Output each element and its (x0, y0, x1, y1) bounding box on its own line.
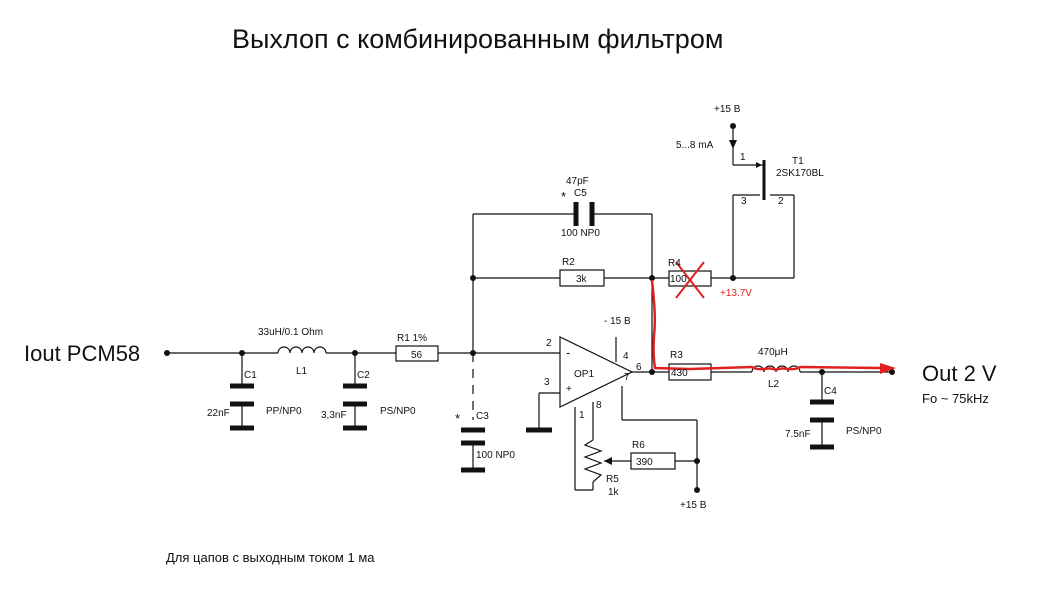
c3-value: 100 NP0 (476, 450, 515, 461)
r4-value: 100 (670, 274, 687, 285)
c1-value: 22nF (207, 408, 230, 419)
op1-pin1: 1 (579, 410, 585, 421)
supply-bottom: +15 B (680, 500, 707, 511)
c1-type: PP/NP0 (266, 406, 302, 417)
output-note: Fo ~ 75kHz (922, 391, 989, 406)
measured-voltage: +13.7V (720, 288, 752, 299)
supply-current: 5...8 mA (676, 140, 714, 151)
opamp-op1 (559, 336, 634, 408)
op1-pin3: 3 (544, 377, 550, 388)
capacitor-c4 (810, 399, 834, 450)
t1-pin3: 3 (741, 196, 747, 207)
t1-pin2: 2 (778, 196, 784, 207)
supply-neg: - 15 B (604, 316, 631, 327)
resistor-r2 (559, 269, 605, 287)
r3-value: 430 (671, 368, 688, 379)
r2-value: 3k (576, 274, 588, 285)
c3-ref: C3 (476, 411, 489, 422)
r3-ref: R3 (670, 350, 683, 361)
wires (167, 126, 892, 491)
junctions (164, 123, 825, 493)
c5-value: 47pF (566, 176, 589, 187)
c4-type: PS/NP0 (846, 426, 882, 437)
r5-value: 1k (608, 487, 620, 498)
t1-model: 2SK170BL (776, 168, 824, 179)
r5-ref: R5 (606, 474, 619, 485)
c4-value: 7.5nF (785, 429, 811, 440)
page-title: Выхлоп с комбинированным фильтром (232, 24, 724, 54)
l1-value: 33uH/0.1 Ohm (258, 327, 323, 338)
output-terminal (889, 369, 895, 375)
op1-pin6: 6 (636, 362, 642, 373)
inductor-l1 (277, 346, 327, 354)
c2-type: PS/NP0 (380, 406, 416, 417)
c5-ref: C5 (574, 188, 587, 199)
inductor-l2 (751, 365, 801, 373)
resistor-r1 (395, 345, 439, 362)
r1-ref: R1 1% (397, 333, 427, 344)
r6-value: 390 (636, 457, 653, 468)
op1-pin7: 7 (624, 372, 630, 383)
resistor-r6 (630, 452, 676, 470)
input-label: Iout PCM58 (24, 341, 140, 366)
capacitor-c2 (343, 383, 367, 431)
c1-ref: C1 (244, 370, 257, 381)
arrow-down-icon (729, 140, 737, 149)
c3-star: * (455, 411, 460, 426)
r1-value: 56 (411, 350, 423, 361)
r6-ref: R6 (632, 440, 645, 451)
r4-ref: R4 (668, 258, 681, 269)
r2-ref: R2 (562, 257, 575, 268)
c5-star: * (561, 189, 566, 204)
t1-pin1: 1 (740, 152, 746, 163)
l2-value: 470μH (758, 347, 788, 358)
capacitor-c1 (230, 383, 254, 431)
op1-pin2: 2 (546, 338, 552, 349)
l1-ref: L1 (296, 366, 308, 377)
op1-pin8: 8 (596, 400, 602, 411)
l2-ref: L2 (768, 379, 780, 390)
c5-type: 100 NP0 (561, 228, 600, 239)
supply-top: +15 B (714, 104, 741, 115)
red-annotation (650, 261, 896, 374)
t1-ref: T1 (792, 156, 804, 167)
op1-plus: + (566, 384, 572, 395)
c2-ref: C2 (357, 370, 370, 381)
c2-value: 3,3nF (321, 410, 347, 421)
capacitor-c5 (573, 202, 595, 226)
op1-pin4: 4 (623, 351, 629, 362)
c4-ref: C4 (824, 386, 837, 397)
output-label: Out 2 V (922, 361, 997, 386)
op1-ref: OP1 (574, 369, 594, 380)
transistor-t1 (756, 160, 766, 200)
potentiometer-r5 (583, 439, 612, 483)
capacitor-c3 (461, 427, 485, 473)
footnote: Для цапов с выходным током 1 ма (166, 550, 375, 565)
op1-minus: - (566, 345, 570, 360)
